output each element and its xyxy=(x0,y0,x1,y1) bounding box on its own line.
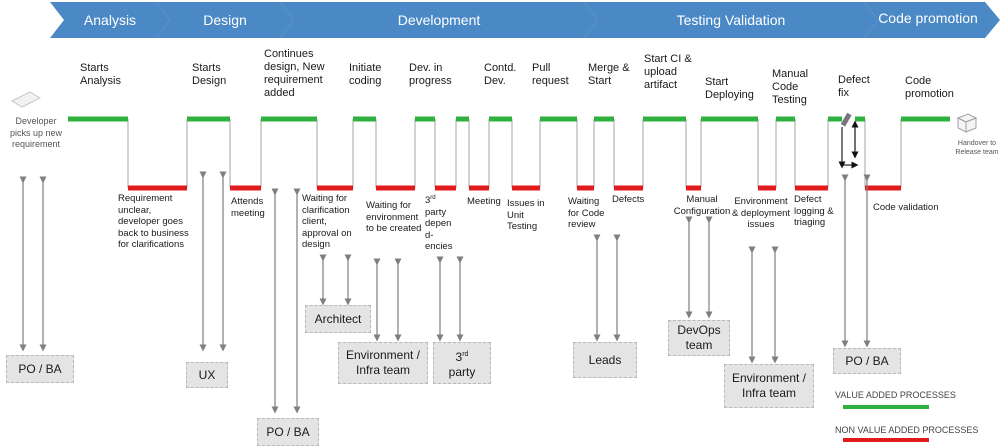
wait-label-manual-configuration: Manual Configuration xyxy=(673,194,731,217)
legend-value-added-label: VALUE ADDED PROCESSES xyxy=(835,390,956,400)
wait-label-attends-meeting: Attends meeting xyxy=(231,196,265,219)
wait-label-unit-testing-issues: Issues in Unit Testing xyxy=(507,198,545,232)
box-environment-infra-deploy: Environment / Infra team xyxy=(724,364,814,408)
wait-label-meeting: Meeting xyxy=(467,196,501,207)
box-third-party-prefix: 3 xyxy=(455,349,463,364)
box-po-ba-design: PO / BA xyxy=(257,418,319,446)
dependency-arrows xyxy=(19,171,871,414)
step-label-manual-code-testing: Manual Code Testing xyxy=(772,68,809,106)
step-label-dev-in-progress: Dev. in progress xyxy=(409,62,452,87)
step-connectors xyxy=(127,119,902,188)
phase-testing-label: Testing Validation xyxy=(676,11,786,28)
phase-code-promotion-label: Code promotion xyxy=(878,9,978,26)
box-po-ba-analysis: PO / BA xyxy=(6,355,74,383)
third-party-prefix: 3 xyxy=(425,195,431,207)
cube-icon xyxy=(956,113,978,133)
box-ux: UX xyxy=(186,362,228,388)
start-label: Developer picks up new requirement xyxy=(9,116,63,149)
step-label-starts-analysis: Starts Analysis xyxy=(80,62,121,87)
third-party-sup: rd xyxy=(430,195,436,201)
box-third-party-sup: rd xyxy=(462,350,469,358)
step-label-code-promotion: Code promotion xyxy=(905,75,954,100)
third-party-rest: party depen d- encies xyxy=(425,206,453,253)
wait-label-env-deployment-issues: Environment & deployment issues xyxy=(731,196,791,230)
defect-fix-loop xyxy=(838,112,859,169)
wait-label-defect-logging: Defect logging & triaging xyxy=(794,194,834,228)
phase-chevron-code-promotion xyxy=(864,2,1000,38)
wait-label-waiting-clarification: Waiting for clarification client, approv… xyxy=(302,193,352,250)
step-label-continues-design: Continues design, New requirement added xyxy=(264,48,325,99)
step-label-start-ci: Start CI & upload artifact xyxy=(644,53,692,91)
phase-chevron-development xyxy=(280,2,598,38)
box-po-ba-defect: PO / BA xyxy=(833,348,901,374)
box-third-party: 3rd party xyxy=(433,342,491,384)
legend-value-added-line xyxy=(843,405,929,409)
step-label-start-deploying: Start Deploying xyxy=(705,76,754,101)
box-leads: Leads xyxy=(573,342,637,378)
box-architect: Architect xyxy=(305,305,371,333)
legend-non-value-added-label: NON VALUE ADDED PROCESSES xyxy=(835,425,979,435)
wait-label-third-party: 3rd party depen d- encies xyxy=(425,193,461,253)
wait-label-waiting-environment: Waiting for environment to be created xyxy=(366,200,422,234)
phase-analysis-label: Analysis xyxy=(83,11,137,28)
end-label: Handover to Release team xyxy=(955,140,999,156)
step-label-defect-fix: Defect fix xyxy=(838,74,870,99)
phase-design-label: Design xyxy=(203,11,247,28)
wait-label-requirement-unclear: Requirement unclear, developer goes back… xyxy=(118,193,189,250)
phase-chevron-analysis xyxy=(50,2,170,38)
wait-label-defects: Defects xyxy=(612,194,645,205)
phase-development-label: Development xyxy=(397,11,481,28)
step-label-initiate-coding: Initiate coding xyxy=(349,62,382,87)
phase-chevrons xyxy=(50,2,1000,38)
step-label-contd-dev: Contd. Dev. xyxy=(484,62,517,87)
step-label-starts-design: Starts Design xyxy=(192,62,227,87)
wrench-icon xyxy=(840,112,852,127)
wait-label-code-review: Waiting for Code review xyxy=(568,196,605,230)
step-label-merge-start: Merge & Start xyxy=(588,62,630,87)
box-third-party-label: party xyxy=(448,364,476,379)
legend-non-value-added-line xyxy=(843,438,929,442)
box-environment-infra: Environment / Infra team xyxy=(338,342,428,384)
phase-chevron-design xyxy=(156,2,294,38)
document-icon xyxy=(10,91,42,108)
phase-chevron-testing xyxy=(584,2,878,38)
wait-label-code-validation: Code validation xyxy=(873,202,939,213)
box-devops-team: DevOps team xyxy=(668,320,730,356)
step-label-pull-request: Pull request xyxy=(532,62,569,87)
